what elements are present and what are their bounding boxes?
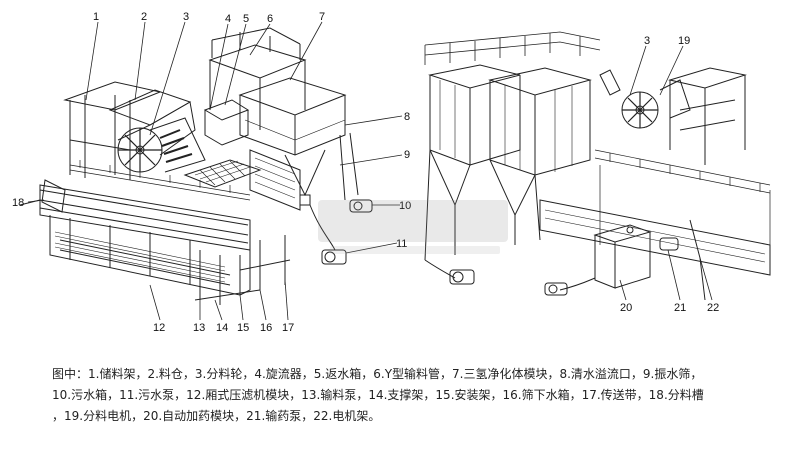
callout-17: 17: [282, 322, 294, 334]
watermark-graphic: [318, 200, 508, 254]
figure-caption: 图中：1.储料架，2.料仓，3.分料轮，4.旋流器，5.返水箱，6.Y型输料管，…: [52, 364, 787, 427]
callout-15: 15: [237, 322, 249, 334]
callout-12: 12: [153, 322, 165, 334]
callout-3: 3: [183, 11, 189, 23]
callout-10: 10: [399, 200, 411, 212]
callout-1: 1: [93, 11, 99, 23]
callout-7: 7: [319, 11, 325, 23]
callout-2: 2: [141, 11, 147, 23]
left-callout-leaders: [27, 21, 403, 321]
callout-14: 14: [216, 322, 228, 334]
equipment-drawing: 1 2 3 4 5 6 7 8 9 10 11 12 13 14 15 16 1…: [12, 11, 771, 334]
callout-8: 8: [404, 111, 410, 123]
callout-3-right: 3: [644, 35, 650, 47]
callout-20: 20: [620, 302, 632, 314]
right-machine-drawing: [424, 31, 771, 301]
callout-6: 6: [267, 13, 273, 25]
callout-13: 13: [193, 322, 205, 334]
caption-line-1: 图中：1.储料架，2.料仓，3.分料轮，4.旋流器，5.返水箱，6.Y型输料管，…: [52, 367, 703, 381]
caption-line-2: 10.污水箱，11.污水泵，12.厢式压滤机模块，13.输料泵，14.支撑架，1…: [52, 388, 704, 402]
right-callout-labels: 3 19 20 21 22: [620, 35, 719, 314]
callout-21: 21: [674, 302, 686, 314]
left-machine-drawing: [19, 27, 373, 305]
callout-19: 19: [678, 35, 690, 47]
callout-5: 5: [243, 13, 249, 25]
left-callout-labels: 1 2 3 4 5 6 7 8 9 10 11 12 13 14 15 16 1…: [12, 11, 411, 334]
right-callout-leaders: [619, 45, 713, 301]
caption-line-3: ，19.分料电机，20.自动加药模块，21.输药泵，22.电机架。: [52, 409, 381, 423]
callout-16: 16: [260, 322, 272, 334]
callout-18: 18: [12, 197, 24, 209]
callout-11: 11: [396, 238, 407, 250]
callout-22: 22: [707, 302, 719, 314]
callout-4: 4: [225, 13, 231, 25]
callout-9: 9: [404, 149, 410, 161]
